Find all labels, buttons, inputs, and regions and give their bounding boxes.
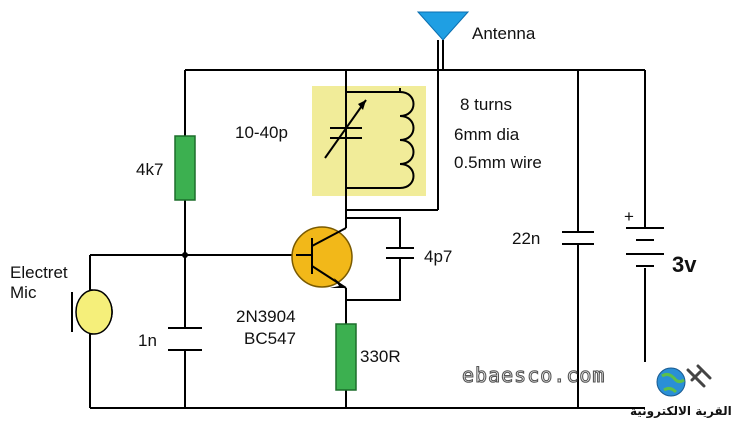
transistor-label-line1: 2N3904 [236, 307, 296, 326]
transistor-npn [291, 226, 353, 289]
watermark-logo [656, 364, 712, 397]
wires [89, 40, 646, 409]
watermark-logo-text: القرية الالكترونية [630, 404, 732, 419]
coil-spec-line1: 8 turns [460, 95, 512, 114]
transistor-label-line2: BC547 [244, 329, 296, 348]
mic-label-line1: Electret [10, 263, 68, 282]
resistor-330r [335, 323, 357, 391]
wrench-icon [686, 364, 712, 388]
capacitor-4p7 [386, 247, 414, 259]
variable-capacitor-label: 10-40p [235, 123, 288, 142]
coil-spec-line2: 6mm dia [454, 125, 520, 144]
resistor-4k7 [174, 135, 196, 201]
watermark-site: ebaesco.com [462, 363, 605, 387]
battery [626, 227, 664, 267]
battery-plus-sign: + [624, 207, 634, 226]
resistor-4k7-label: 4k7 [136, 160, 163, 179]
tank-circuit-highlight [312, 86, 426, 196]
capacitor-22n-label: 22n [512, 229, 540, 248]
antenna-label: Antenna [472, 24, 536, 43]
resistor-330r-label: 330R [360, 347, 401, 366]
capacitor-1n-label: 1n [138, 331, 157, 350]
coil-spec-line3: 0.5mm wire [454, 153, 542, 172]
inductor-coil [399, 88, 415, 189]
antenna-symbol [416, 11, 470, 70]
mic-label-line2: Mic [10, 283, 37, 302]
electret-mic [71, 289, 113, 335]
capacitor-22n [562, 231, 594, 245]
battery-label: 3v [672, 252, 697, 277]
variable-capacitor [324, 92, 367, 188]
capacitor-1n [168, 327, 202, 351]
capacitor-4p7-label: 4p7 [424, 247, 452, 266]
